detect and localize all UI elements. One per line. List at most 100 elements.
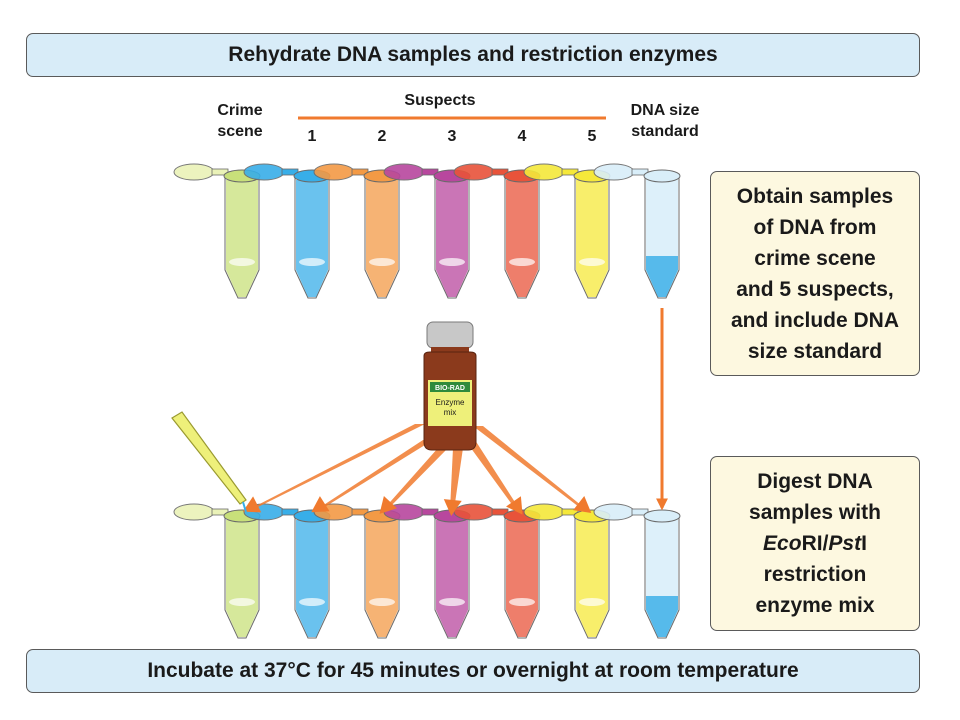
tube-liquid: [226, 180, 258, 297]
tube-meniscus: [579, 258, 605, 266]
tube-suspect-1-top: [243, 163, 331, 299]
tube-cap: [383, 163, 425, 181]
label-suspect-4: 4: [517, 128, 527, 145]
label-crime-scene-line1: Crime: [217, 102, 263, 119]
tube-meniscus: [579, 598, 605, 606]
tube-suspect-5-bottom: [523, 503, 611, 639]
bottle-brand-band: [430, 382, 470, 392]
tube-liquid: [646, 596, 678, 637]
tube-liquid: [506, 180, 538, 297]
note-digest-line5: enzyme mix: [755, 594, 875, 617]
enzyme-arrow: [465, 440, 520, 510]
tube-crime-scene-bottom: [173, 503, 261, 639]
tube-row-top: [173, 163, 681, 299]
tube-size-standard-top: [593, 163, 681, 299]
tube-meniscus: [229, 598, 255, 606]
enzyme-arrowhead: [506, 496, 523, 515]
pipette-icon: [171, 411, 247, 513]
enzyme-arrow: [383, 448, 448, 510]
tube-liquid: [506, 520, 538, 637]
enzyme-arrowhead: [443, 499, 462, 516]
tube-cap: [523, 503, 565, 521]
bottom-banner-text: Incubate at 37°C for 45 minutes or overn…: [147, 659, 799, 682]
tube-liquid: [296, 520, 328, 637]
tube-liquid: [576, 180, 608, 297]
tube-row-bottom: [173, 503, 681, 639]
label-dna-size-standard: DNA size standard: [615, 100, 715, 142]
label-dna-size-line1: DNA size: [630, 102, 700, 119]
tube-suspect-1-bottom: [243, 503, 331, 639]
bottle-label-line1: Enzyme: [436, 398, 465, 407]
tube-cap: [593, 163, 635, 181]
tube-cap: [453, 163, 495, 181]
note-obtain-samples: Obtain samples of DNA from crime scene a…: [710, 171, 920, 376]
tube-upper: [646, 178, 678, 256]
top-banner-text: Rehydrate DNA samples and restriction en…: [228, 43, 718, 66]
tube-meniscus: [299, 598, 325, 606]
tube-suspect-4-top: [453, 163, 541, 299]
bottom-banner: Incubate at 37°C for 45 minutes or overn…: [26, 649, 920, 693]
enzyme-arrow: [248, 424, 425, 510]
tube-rim: [643, 509, 681, 523]
enzyme-arrowhead: [573, 495, 592, 513]
tube-meniscus: [439, 598, 465, 606]
note-obtain-line: crime scene: [754, 246, 876, 270]
tube-crime-scene-top: [173, 163, 261, 299]
enzyme-arrowhead: [379, 496, 398, 514]
note-digest-eco: Eco: [763, 532, 802, 555]
bottle-neck: [431, 347, 469, 355]
tube-liquid: [226, 520, 258, 637]
enzyme-arrow: [316, 440, 433, 510]
note-obtain-line: and 5 suspects,: [736, 277, 894, 301]
tube-cap: [453, 503, 495, 521]
note-digest-line2: samples with: [749, 501, 881, 524]
tube-meniscus: [369, 258, 395, 266]
tube-size-standard-bottom: [593, 503, 681, 639]
label-suspects: Suspects: [404, 92, 476, 109]
tube-cap: [243, 163, 285, 181]
note-digest-pst: Pst: [828, 532, 862, 555]
tube-meniscus: [369, 598, 395, 606]
label-suspect-5: 5: [587, 128, 597, 145]
note-digest-i: I: [861, 532, 867, 555]
note-obtain-line: size standard: [747, 339, 883, 363]
tube-liquid: [366, 520, 398, 637]
label-suspect-2: 2: [377, 128, 387, 145]
bottle-brand-text: BIO-RAD: [435, 385, 465, 392]
enzyme-arrowhead: [311, 496, 330, 513]
top-banner: Rehydrate DNA samples and restriction en…: [26, 33, 920, 77]
enzyme-arrow: [450, 448, 463, 510]
tube-liquid: [576, 520, 608, 637]
tube-meniscus: [229, 258, 255, 266]
tube-upper: [646, 518, 678, 596]
tube-liquid: [296, 180, 328, 297]
tube-liquid: [366, 180, 398, 297]
label-crime-scene-line2: scene: [217, 123, 263, 140]
label-suspect-3: 3: [447, 128, 457, 145]
enzyme-arrow: [473, 426, 587, 510]
bottle-label-line2: mix: [444, 408, 456, 417]
note-digest-line4: restriction: [763, 563, 867, 586]
note-digest-ri: RI/: [801, 532, 829, 555]
tube-meniscus: [439, 258, 465, 266]
tube-suspect-5-top: [523, 163, 611, 299]
note-digest-line1: Digest DNA: [757, 470, 873, 493]
note-digest-samples: Digest DNA samples with EcoRI/PstI restr…: [710, 456, 920, 631]
note-obtain-line: Obtain samples: [736, 184, 894, 208]
label-suspect-1: 1: [307, 128, 317, 145]
tube-liquid: [436, 520, 468, 637]
tube-cap: [173, 163, 215, 181]
tube-liquid: [646, 256, 678, 297]
tube-suspect-3-top: [383, 163, 471, 299]
label-crime-scene: Crime scene: [205, 100, 275, 142]
enzyme-arrowhead: [242, 496, 262, 513]
bottle-cap: [426, 321, 474, 349]
enzyme-bottle: BIO-RAD Enzyme mix: [423, 321, 477, 451]
note-obtain-line: of DNA from: [753, 215, 877, 239]
tube-liquid: [436, 180, 468, 297]
label-dna-size-line2: standard: [631, 123, 699, 140]
tube-cap: [523, 163, 565, 181]
tube-suspect-4-bottom: [453, 503, 541, 639]
tube-meniscus: [509, 258, 535, 266]
tube-cap: [593, 503, 635, 521]
